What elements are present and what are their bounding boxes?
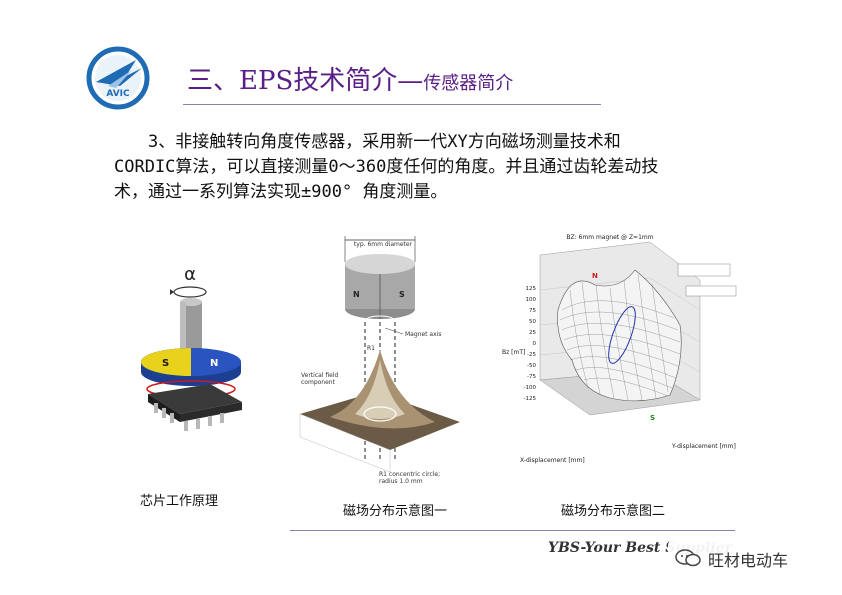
z-tick: 50 — [529, 319, 536, 325]
magnet-pole-s: S — [399, 290, 405, 299]
footer-divider — [290, 530, 735, 531]
wechat-icon — [674, 548, 702, 568]
logo-text: AVIC — [106, 89, 130, 99]
z-tick: -100 — [524, 385, 537, 391]
z-tick: -75 — [527, 374, 536, 380]
title-main: 三、EPS技术简介— — [187, 66, 424, 96]
z-tick: 125 — [526, 286, 537, 292]
vertical-field-label-2: component — [301, 379, 336, 386]
caption-field-2: 磁场分布示意图二 — [561, 504, 666, 519]
paragraph-line: 3、非接触转向角度传感器，采用新一代XY方向磁场测量技术和 — [148, 132, 621, 152]
circle-label-1: R1 concentric circle; — [379, 471, 440, 478]
body-paragraph: 3、非接触转向角度传感器，采用新一代XY方向磁场测量技术和 CORDIC算法，可… — [114, 130, 754, 205]
title-divider — [183, 104, 601, 105]
circle-label-2: radius 1.0 mm — [379, 478, 423, 485]
paragraph-line: 术，通过一系列算法实现±900° 角度测量。 — [114, 182, 448, 202]
magnet-pole-n: N — [353, 290, 360, 299]
marker-n: N — [592, 272, 598, 280]
field-surface-plot: BZ: 6mm magnet @ Z=1mm N S 125 100 75 — [500, 230, 745, 480]
z-tick: 100 — [526, 297, 537, 303]
y-axis-label: Y-displacement [mm] — [671, 443, 736, 450]
plot-legend-box-2 — [685, 285, 737, 297]
caption-field-1: 磁场分布示意图一 — [343, 504, 448, 519]
pole-n-label: N — [210, 358, 218, 369]
plot-title: BZ: 6mm magnet @ Z=1mm — [566, 234, 653, 241]
magnet-field-diagram: typ. 6mm diameter N S Magnet axis R1 Ver… — [295, 232, 465, 494]
avic-logo: AVIC — [86, 46, 150, 110]
z-tick: -125 — [524, 396, 537, 402]
magnet-axis-label: Magnet axis — [405, 331, 441, 338]
page-title: 三、EPS技术简介—传感器简介 — [187, 60, 513, 97]
pole-s-label: S — [162, 358, 169, 369]
watermark-text: 旺材电动车 — [708, 551, 789, 570]
z-tick: 0 — [533, 341, 537, 347]
diameter-label: typ. 6mm diameter — [354, 241, 413, 248]
title-sub: 传感器简介 — [423, 73, 514, 94]
plot-legend-box-1 — [677, 263, 731, 277]
z-axis-label: Bz [mT] — [502, 349, 525, 356]
z-tick: -50 — [527, 363, 536, 369]
r1-label: R1 — [367, 345, 375, 352]
caption-chip: 芯片工作原理 — [140, 494, 219, 509]
z-tick: 75 — [529, 308, 536, 314]
z-tick: 25 — [529, 330, 536, 336]
paragraph-line: CORDIC算法，可以直接测量0～360度任何的角度。并且通过齿轮差动技 — [114, 157, 659, 177]
alpha-label: α — [184, 264, 196, 285]
chip-illustration: α S N — [130, 262, 255, 442]
z-tick: -25 — [527, 352, 536, 358]
x-axis-label: X-displacement [mm] — [520, 457, 585, 464]
vertical-field-label-1: Vertical field — [301, 372, 339, 379]
marker-s: S — [650, 414, 655, 422]
